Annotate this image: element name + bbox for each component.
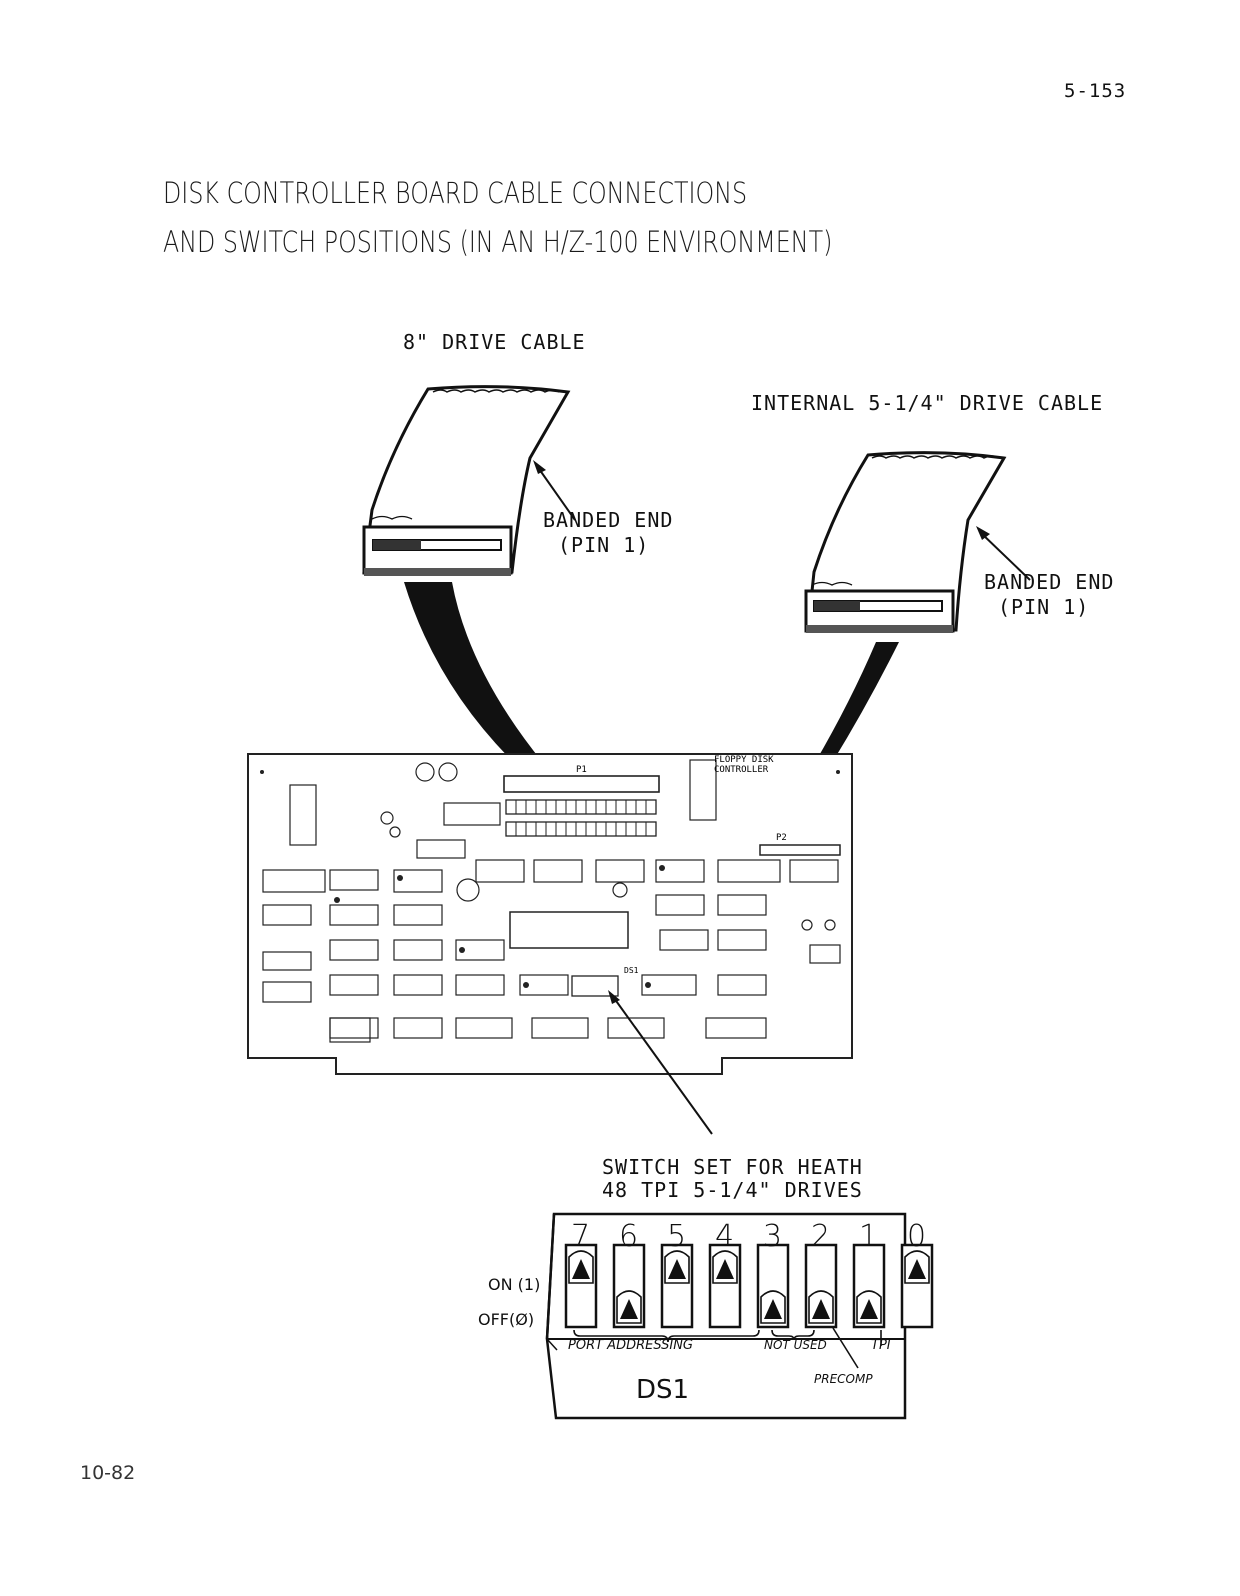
port-addressing-label: PORT ADDRESSING <box>568 1338 694 1353</box>
dip-off-label: OFF(Ø) <box>478 1310 535 1329</box>
dip-number-3: 3 <box>763 1219 783 1254</box>
tpi-label: TPI <box>871 1338 891 1353</box>
board-title-line-2: CONTROLLER <box>714 765 769 775</box>
board-p1-label: P1 <box>576 765 587 775</box>
dip-switch-ds1 <box>545 1212 934 1420</box>
cable-internal-label: INTERNAL 5-1/4" DRIVE CABLE <box>751 391 1104 415</box>
footer-date: 10-82 <box>80 1462 136 1484</box>
board-p2-label: P2 <box>776 833 787 843</box>
cable-internal-pin: (PIN 1) <box>998 595 1090 619</box>
dip-number-4: 4 <box>715 1219 735 1254</box>
dip-number-6: 6 <box>619 1219 639 1254</box>
cable-8in-pin: (PIN 1) <box>558 533 650 557</box>
dip-lever-shade-0 <box>908 1259 926 1279</box>
dip-on-label: ON (1) <box>488 1275 541 1294</box>
cable-8in-ribbon <box>362 385 576 787</box>
cable-8in-label: 8" DRIVE CABLE <box>403 330 586 354</box>
page-number: 5-153 <box>1064 80 1127 102</box>
dip-number-1: 1 <box>859 1219 879 1254</box>
cable-8in-banded-end: BANDED END <box>543 508 674 532</box>
dip-lever-shade-6 <box>620 1299 638 1319</box>
dip-lever-shade-3 <box>764 1299 782 1319</box>
dip-number-5: 5 <box>667 1219 687 1254</box>
precomp-label: PRECOMP <box>814 1372 873 1386</box>
dip-number-7: 7 <box>571 1219 591 1254</box>
dip-lever-shade-7 <box>572 1259 590 1279</box>
dip-lever-shade-4 <box>716 1259 734 1279</box>
board-ds1-label: DS1 <box>624 966 639 975</box>
page-title-line-1: DISK CONTROLLER BOARD CABLE CONNECTIONS <box>163 176 748 210</box>
dip-number-0: 0 <box>907 1219 927 1254</box>
page-title-line-2: AND SWITCH POSITIONS (IN AN H/Z-100 ENVI… <box>163 225 833 259</box>
controller-board: P1 P2 FLOPPY DISK CONTROLLER DS1 <box>247 753 853 1075</box>
dip-lever-shade-5 <box>668 1259 686 1279</box>
dip-switch-name: DS1 <box>636 1375 690 1405</box>
cable-internal-banded-end: BANDED END <box>984 570 1115 594</box>
switch-caption-line-2: 48 TPI 5-1/4" DRIVES <box>602 1178 863 1202</box>
dip-lever-shade-1 <box>860 1299 878 1319</box>
board-title-line-1: FLOPPY DISK <box>714 755 774 765</box>
switch-caption-line-1: SWITCH SET FOR HEATH <box>602 1155 863 1179</box>
dip-lever-shade-2 <box>812 1299 830 1319</box>
not-used-label: NOT USED <box>764 1338 827 1352</box>
dip-number-2: 2 <box>811 1219 831 1254</box>
